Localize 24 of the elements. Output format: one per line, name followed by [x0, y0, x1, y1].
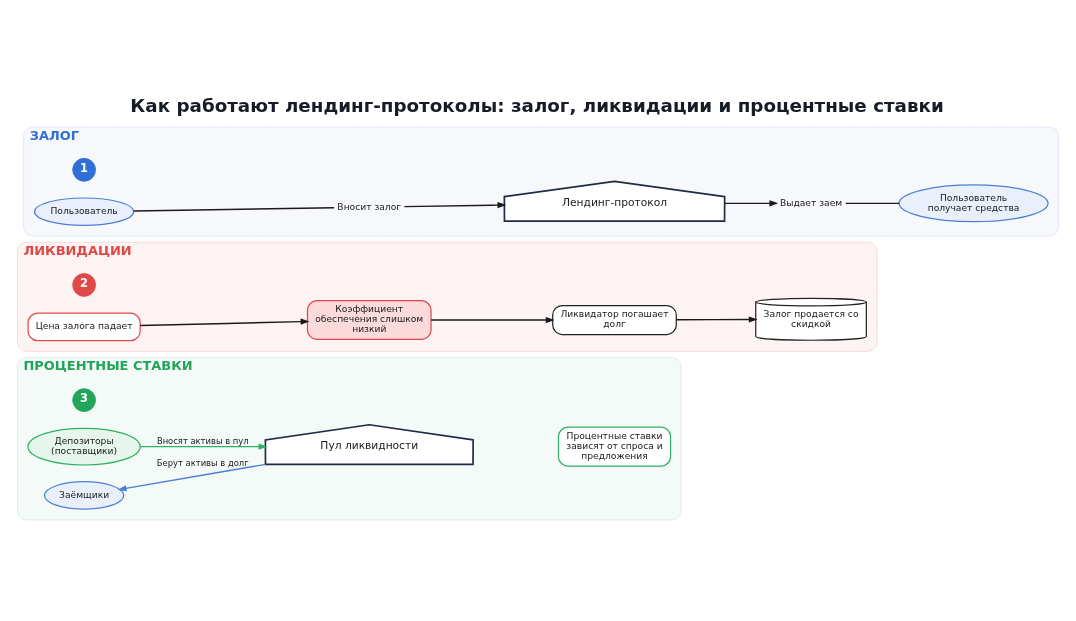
edge-label: Вносят активы в пул	[156, 436, 249, 447]
arrow	[139, 318, 310, 327]
node-box: Коэффициент обеспечения слишком низкий	[306, 299, 432, 341]
node-text: Вносит залог	[337, 201, 402, 212]
node-ellipse: Депозиторы (поставщики)	[27, 427, 141, 466]
arrow	[724, 200, 779, 207]
arrow	[430, 316, 555, 324]
node-box: Ликвидатор погашает долг	[552, 304, 677, 336]
arrow	[403, 202, 507, 209]
connector	[845, 202, 900, 205]
node-circle: 2	[72, 273, 96, 297]
node-box: Цена залога падает	[27, 312, 141, 342]
node-circle: 1	[72, 157, 96, 182]
node-text: Выдает заем	[779, 197, 843, 208]
arrow	[117, 463, 267, 492]
arrow	[139, 443, 268, 450]
arrow	[675, 316, 758, 323]
edge-label: Берут активы в долг	[156, 458, 249, 469]
node-ellipse: Пользователь	[33, 197, 135, 227]
connector	[133, 207, 335, 212]
node-ellipse: Пользователь получает средства	[898, 184, 1049, 223]
node-box: Процентные ставки зависят от спроса и предложения	[557, 426, 672, 467]
node-circle: 3	[72, 388, 96, 412]
diagram-title: Как работают лендинг-протоколы: залог, ликвидации и процентные ставки	[130, 94, 944, 116]
